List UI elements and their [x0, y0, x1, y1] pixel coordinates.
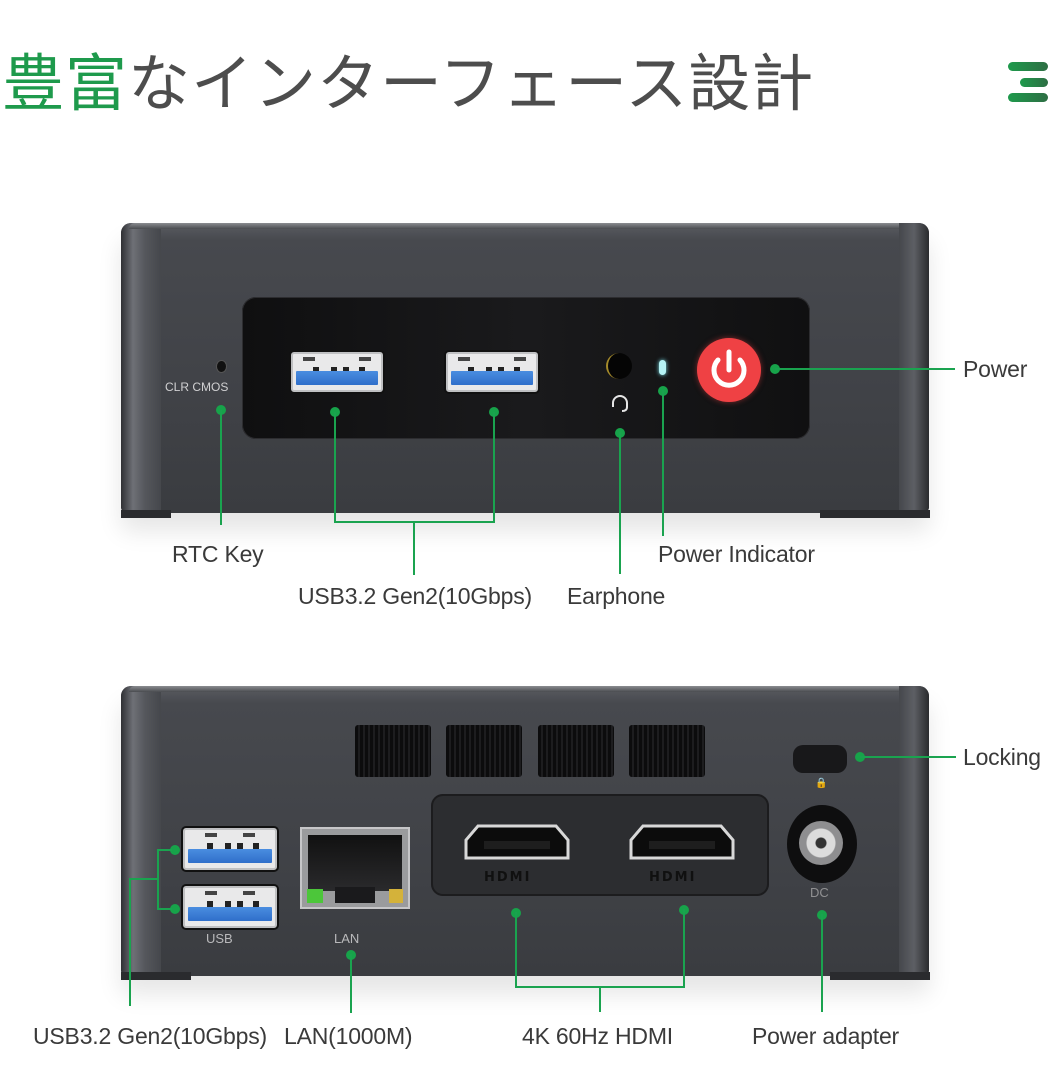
callout-line — [129, 878, 131, 1006]
callout-line — [334, 412, 336, 523]
callout-usb-front: USB3.2 Gen2(10Gbps) — [298, 583, 532, 609]
headphone-icon — [612, 395, 628, 412]
callout-earphone: Earphone — [567, 583, 666, 609]
hdmi-port-1 — [464, 824, 570, 860]
callout-line — [599, 986, 601, 1012]
callout-line — [413, 521, 415, 575]
callout-hdmi: 4K 60Hz HDMI — [522, 1023, 673, 1049]
front-usb-port-1 — [291, 352, 383, 392]
callout-line — [619, 432, 621, 574]
callout-line — [350, 954, 352, 1013]
hdmi-marking-1: HDMI — [484, 870, 532, 885]
callout-power: Power — [963, 356, 1028, 382]
earphone-jack — [606, 353, 632, 379]
callout-line — [662, 390, 664, 536]
callout-line — [129, 878, 158, 880]
rear-usb-port-2 — [183, 886, 277, 928]
lan-marking: LAN — [334, 931, 360, 946]
usb-marking: USB — [206, 931, 233, 946]
callout-line — [683, 909, 685, 988]
dc-marking: DC — [810, 885, 829, 900]
clr-cmos-button — [217, 361, 226, 372]
power-icon — [711, 349, 747, 388]
callout-rtc-key: RTC Key — [172, 541, 264, 567]
title-rest: なインターフェース設計 — [128, 47, 815, 120]
callout-line — [860, 756, 956, 758]
page-title: 豊富なインターフェース設計 — [2, 44, 814, 124]
callout-dot — [170, 904, 180, 914]
power-button — [697, 338, 761, 402]
rear-usb-port-1 — [183, 828, 277, 870]
vent — [538, 725, 614, 777]
title-accent: 豊富 — [2, 47, 129, 120]
callout-line — [220, 410, 222, 525]
kensington-lock-slot — [793, 745, 847, 773]
hdmi-port-2 — [629, 824, 735, 860]
power-indicator-led — [659, 360, 666, 375]
callout-line — [515, 912, 517, 988]
device-foot — [121, 972, 191, 980]
hdmi-marking-2: HDMI — [649, 870, 697, 885]
vent — [355, 725, 431, 777]
dc-jack-core — [799, 821, 843, 865]
device-foot — [121, 510, 171, 518]
lan-port — [300, 827, 410, 909]
callout-line — [775, 368, 955, 370]
callout-locking: Locking — [963, 744, 1041, 770]
callout-power-indicator: Power Indicator — [658, 541, 815, 567]
device-foot — [820, 510, 930, 518]
hamburger-menu-icon[interactable] — [1008, 62, 1048, 106]
callout-dot — [170, 845, 180, 855]
clr-cmos-marking: CLR CMOS — [165, 380, 229, 394]
device-foot — [830, 972, 930, 980]
callout-line — [157, 908, 172, 910]
callout-line — [493, 412, 495, 523]
vent — [629, 725, 705, 777]
callout-lan: LAN(1000M) — [284, 1023, 413, 1049]
callout-line — [157, 849, 172, 851]
callout-line — [821, 914, 823, 1012]
lock-icon: 🔒 — [815, 778, 828, 789]
callout-power-adapter: Power adapter — [752, 1023, 899, 1049]
callout-usb-rear: USB3.2 Gen2(10Gbps) — [33, 1023, 267, 1049]
callout-line — [157, 849, 159, 910]
front-usb-port-2 — [446, 352, 538, 392]
vent — [446, 725, 522, 777]
